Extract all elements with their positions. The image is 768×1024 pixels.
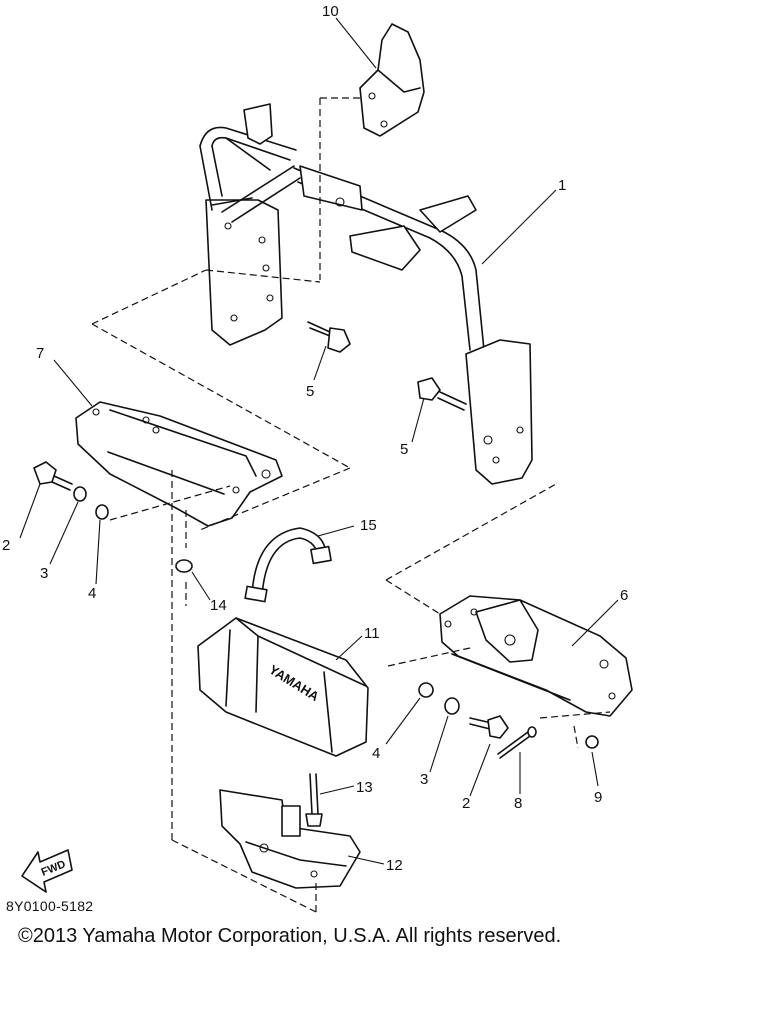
- part-1-frame: [199, 103, 533, 485]
- diagram-code: 8Y0100-5182: [6, 898, 94, 914]
- part-2-bolt-right: [469, 715, 509, 739]
- callout-5b: 5: [400, 441, 408, 458]
- callout-3b: 3: [420, 771, 428, 788]
- callout-15: 15: [360, 517, 377, 534]
- part-3-washer-right: [444, 697, 460, 715]
- part-8-pin: [497, 726, 537, 759]
- part-13-bolt: [305, 773, 323, 827]
- callout-6: 6: [620, 587, 628, 604]
- callout-4b: 4: [372, 745, 380, 762]
- callout-8: 8: [514, 795, 522, 812]
- callout-9: 9: [594, 789, 602, 806]
- fwd-arrow-icon: FWD: [21, 849, 73, 893]
- callout-14: 14: [210, 597, 227, 614]
- part-10-bracket: [359, 23, 425, 137]
- part-11-battery: YAMAHA: [197, 617, 369, 757]
- part-14-grommet: [175, 559, 193, 573]
- part-9-washer: [585, 735, 599, 749]
- callout-12: 12: [386, 857, 403, 874]
- part-6-bracket-right: [439, 595, 633, 717]
- callout-2b: 2: [462, 795, 470, 812]
- part-12-bracket-lower: [219, 789, 361, 889]
- part-4-washer-right: [418, 682, 434, 698]
- callout-labels: 10 1 7 5 5 2 3 4 15 14 11 6 4 3 2 8 9 13…: [2, 3, 628, 874]
- callout-1: 1: [558, 177, 566, 194]
- part-3-washer-left: [73, 486, 87, 502]
- part-4-washer-left: [95, 504, 109, 520]
- copyright-notice: ©2013 Yamaha Motor Corporation, U.S.A. A…: [18, 925, 562, 947]
- assembly-guide-lines: [91, 97, 611, 913]
- part-15-strap: [244, 527, 332, 603]
- part-2-bolt-left: [33, 461, 73, 491]
- leader-lines: [19, 17, 619, 865]
- part-5-bolt-right: [417, 377, 467, 411]
- callout-10: 10: [322, 3, 339, 20]
- callout-3a: 3: [40, 565, 48, 582]
- callout-11: 11: [364, 625, 380, 642]
- callout-5a: 5: [306, 383, 314, 400]
- part-5-bolt-upper: [307, 321, 351, 353]
- callout-2a: 2: [2, 537, 10, 554]
- callout-13: 13: [356, 779, 373, 796]
- callout-4a: 4: [88, 585, 96, 602]
- part-7-bracket-left: [75, 401, 283, 527]
- callout-7: 7: [36, 345, 44, 362]
